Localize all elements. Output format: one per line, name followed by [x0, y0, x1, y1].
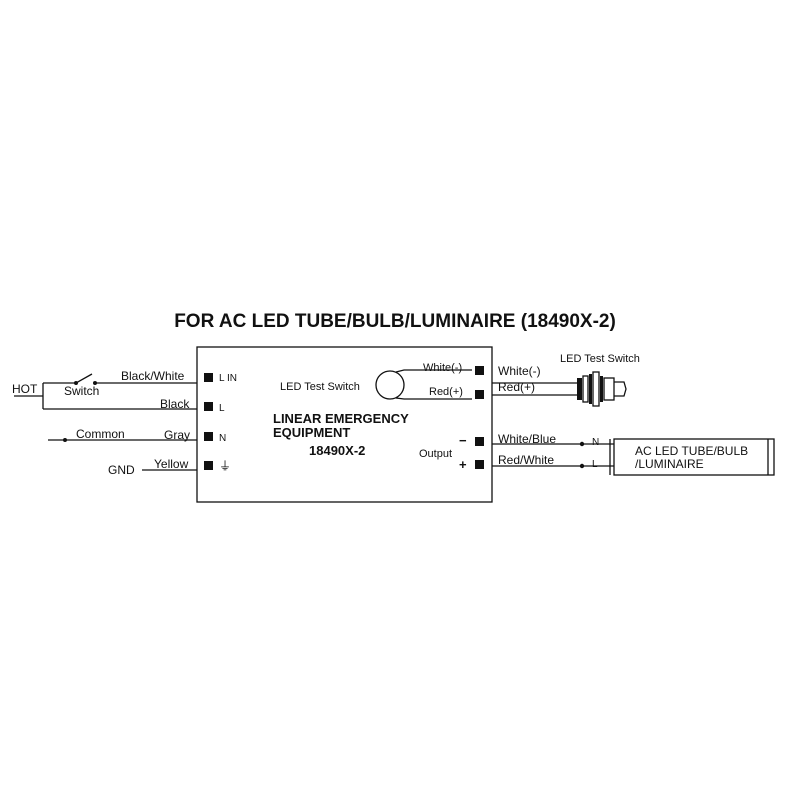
wire-label-yellow: Yellow — [154, 457, 189, 471]
output-label: Output — [419, 448, 452, 460]
pin-label-l: L — [219, 403, 225, 414]
pin-label-red-pos: Red(+) — [429, 386, 463, 398]
wire-label-gray: Gray — [164, 428, 190, 442]
switch-label: Switch — [64, 384, 99, 398]
module-name-line1: LINEAR EMERGENCY — [273, 411, 409, 426]
terminal-red-pos — [475, 390, 484, 399]
emergency-module-box — [196, 346, 493, 503]
wire-label-white-neg: White(-) — [498, 364, 541, 378]
wire-label-red-white: Red/White — [498, 453, 554, 467]
junction-dot-l — [579, 463, 585, 469]
pin-label-lin: L IN — [219, 373, 237, 384]
load-label-line2: /LUMINAIRE — [635, 457, 704, 471]
common-label: Common — [76, 427, 125, 441]
terminal-white-neg — [475, 366, 484, 375]
module-test-switch-circle — [375, 370, 405, 400]
module-test-switch-label: LED Test Switch — [280, 381, 360, 393]
hot-label: HOT — [12, 382, 38, 396]
wire-label-white-blue: White/Blue — [498, 432, 556, 446]
load-box — [613, 438, 775, 476]
common-dot — [63, 438, 67, 442]
module-model: 18490X-2 — [309, 443, 365, 458]
pin-label-n: N — [219, 433, 226, 444]
terminal-lin — [204, 373, 213, 382]
terminal-n — [204, 432, 213, 441]
internal-wire-white — [395, 369, 472, 373]
wire-label-black-white: Black/White — [121, 369, 185, 383]
diagram-title: FOR AC LED TUBE/BULB/LUMINAIRE (18490X-2… — [174, 311, 616, 332]
remote-test-switch-label: LED Test Switch — [560, 353, 640, 365]
terminal-output-pos — [475, 460, 484, 469]
load-label-line1: AC LED TUBE/BULB — [635, 444, 748, 458]
gnd-label: GND — [108, 463, 135, 477]
ground-symbol-icon: ⏚ — [219, 459, 231, 473]
load-pin-l: L — [592, 459, 598, 470]
wire-label-red-pos: Red(+) — [498, 380, 535, 394]
module-name-line2: EQUIPMENT — [273, 425, 350, 440]
internal-wire-red — [395, 397, 472, 400]
output-minus: − — [459, 433, 467, 448]
pin-label-white-neg: White(-) — [423, 362, 462, 374]
output-plus: + — [459, 457, 467, 472]
terminal-l — [204, 402, 213, 411]
wire-label-black: Black — [160, 397, 190, 411]
switch-blade — [75, 373, 93, 384]
load-pin-n: N — [592, 437, 599, 448]
junction-dot-n — [579, 441, 585, 447]
terminal-gnd — [204, 461, 213, 470]
led-test-switch-icon — [577, 371, 627, 407]
terminal-output-neg — [475, 437, 484, 446]
